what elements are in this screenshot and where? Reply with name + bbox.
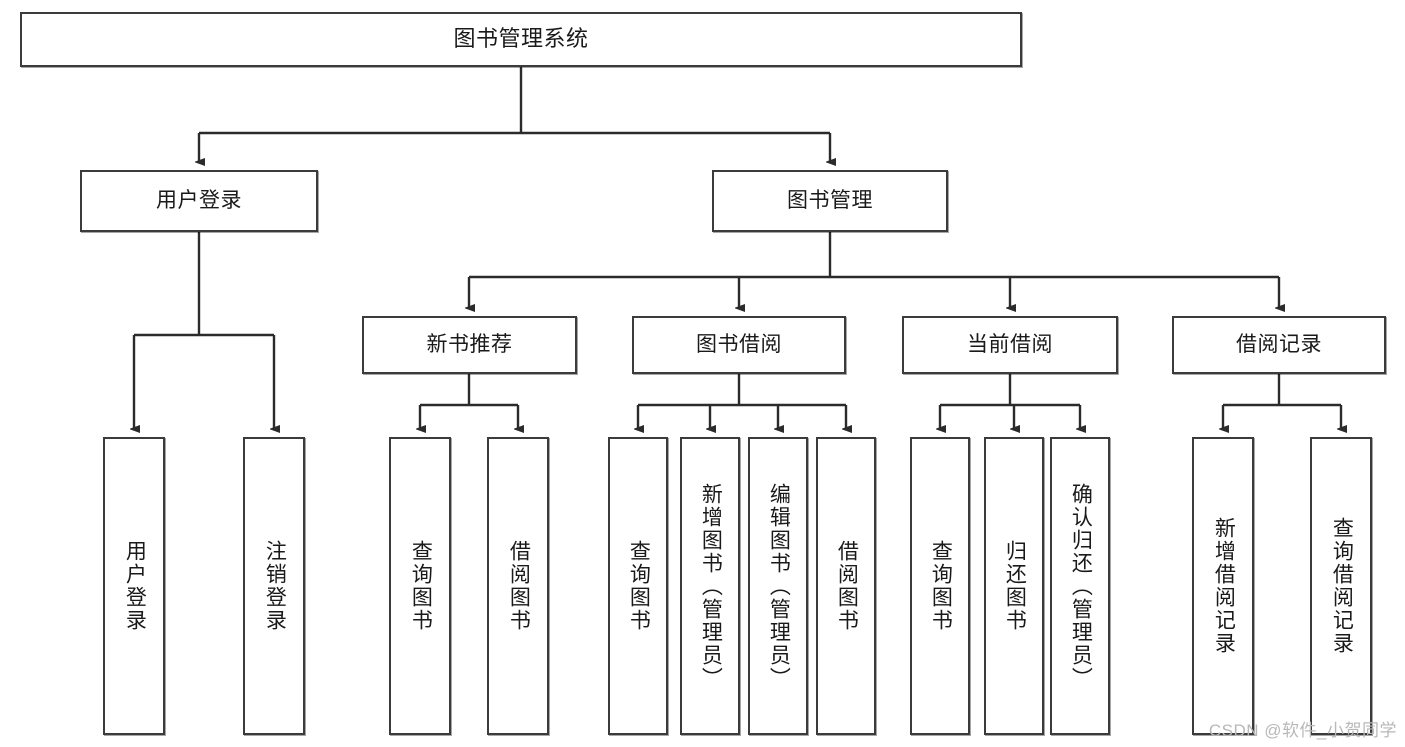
node-label: 确认归还（管理员） [1069, 482, 1093, 690]
node-label: 查询图书 [627, 540, 651, 632]
node-label: 新增借阅记录 [1212, 517, 1236, 655]
node-label: 借阅记录 [1236, 333, 1322, 357]
node-label: 图书管理 [787, 189, 873, 213]
node-label: 用户登录 [123, 540, 147, 632]
node-root-system[interactable]: 图书管理系统 [20, 12, 1022, 67]
leaf-user-logout[interactable]: 注销登录 [243, 437, 305, 735]
leaf-query-book-1[interactable]: 查询图书 [389, 437, 451, 735]
node-label: 编辑图书（管理员） [767, 482, 791, 690]
node-user-login[interactable]: 用户登录 [80, 170, 318, 232]
leaf-edit-book[interactable]: 编辑图书（管理员） [748, 437, 808, 735]
leaf-query-book-2[interactable]: 查询图书 [608, 437, 668, 735]
node-label: 新书推荐 [426, 333, 513, 357]
node-book-manage[interactable]: 图书管理 [712, 170, 948, 232]
leaf-query-record[interactable]: 查询借阅记录 [1310, 437, 1372, 735]
node-label: 归还图书 [1003, 540, 1027, 632]
node-book-borrow[interactable]: 图书借阅 [632, 316, 846, 374]
node-label: 借阅图书 [507, 540, 531, 632]
node-new-book-recommend[interactable]: 新书推荐 [362, 316, 577, 374]
leaf-borrow-book-2[interactable]: 借阅图书 [816, 437, 876, 735]
leaf-confirm-return[interactable]: 确认归还（管理员） [1050, 437, 1110, 735]
node-current-borrow[interactable]: 当前借阅 [902, 316, 1118, 374]
node-label: 借阅图书 [835, 540, 859, 632]
leaf-return-book[interactable]: 归还图书 [984, 437, 1044, 735]
leaf-add-book[interactable]: 新增图书（管理员） [680, 437, 740, 735]
node-label: 注销登录 [263, 540, 287, 632]
leaf-add-record[interactable]: 新增借阅记录 [1192, 437, 1254, 735]
node-label: 当前借阅 [967, 333, 1053, 357]
node-borrow-record[interactable]: 借阅记录 [1172, 316, 1386, 374]
leaf-user-login[interactable]: 用户登录 [103, 437, 165, 735]
leaf-query-book-3[interactable]: 查询图书 [910, 437, 970, 735]
node-label: 新增图书（管理员） [699, 482, 723, 690]
node-label: 图书管理系统 [453, 26, 589, 52]
csdn-watermark: CSDN @软件_小贺同学 [1208, 721, 1397, 740]
node-label: 图书借阅 [696, 333, 782, 357]
node-label: 查询图书 [929, 540, 953, 632]
node-label: 用户登录 [156, 189, 242, 213]
leaf-borrow-book-1[interactable]: 借阅图书 [487, 437, 549, 735]
node-label: 查询借阅记录 [1330, 517, 1354, 655]
node-label: 查询图书 [409, 540, 433, 632]
